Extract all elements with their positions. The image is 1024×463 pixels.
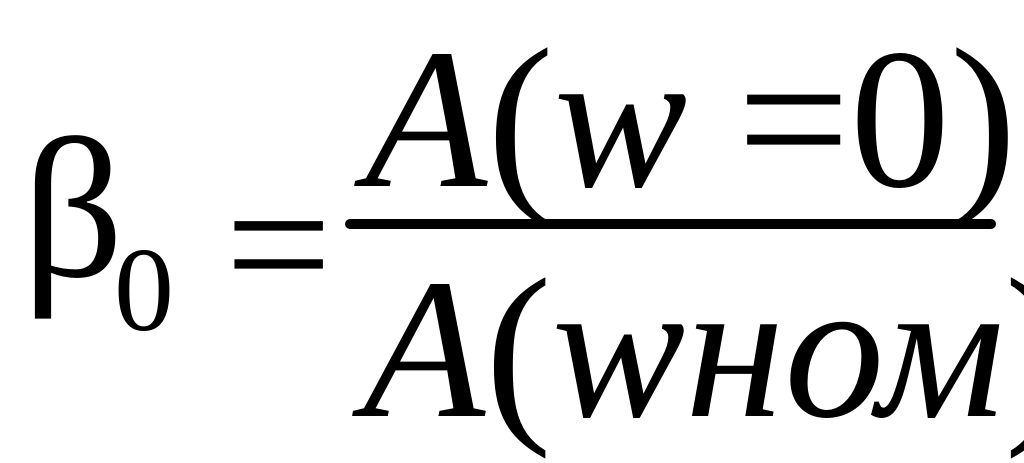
fraction-denominator: A(wном) <box>363 250 1024 450</box>
formula-lhs: β 0 <box>22 99 174 350</box>
fraction-numerator: A(w =0) <box>365 20 1017 220</box>
numerator-close-paren: ) <box>949 9 1017 230</box>
denominator-function: A <box>363 239 486 460</box>
beta-subscript: 0 <box>114 223 174 356</box>
equals-sign: = <box>225 140 333 350</box>
numerator-value: 0 <box>849 9 950 230</box>
numerator-equals: = <box>737 9 850 230</box>
fraction-bar <box>345 219 996 229</box>
denominator-variable: wном <box>551 239 1005 460</box>
fraction: A(w =0) A(wном) <box>345 0 1024 463</box>
denominator-open-paren: ( <box>485 239 552 460</box>
numerator-variable: w <box>553 9 688 230</box>
numerator-open-paren: ( <box>487 9 554 230</box>
beta-symbol: β <box>22 99 124 320</box>
denominator-close-paren: ) <box>1004 239 1024 460</box>
numerator-function: A <box>365 9 488 230</box>
